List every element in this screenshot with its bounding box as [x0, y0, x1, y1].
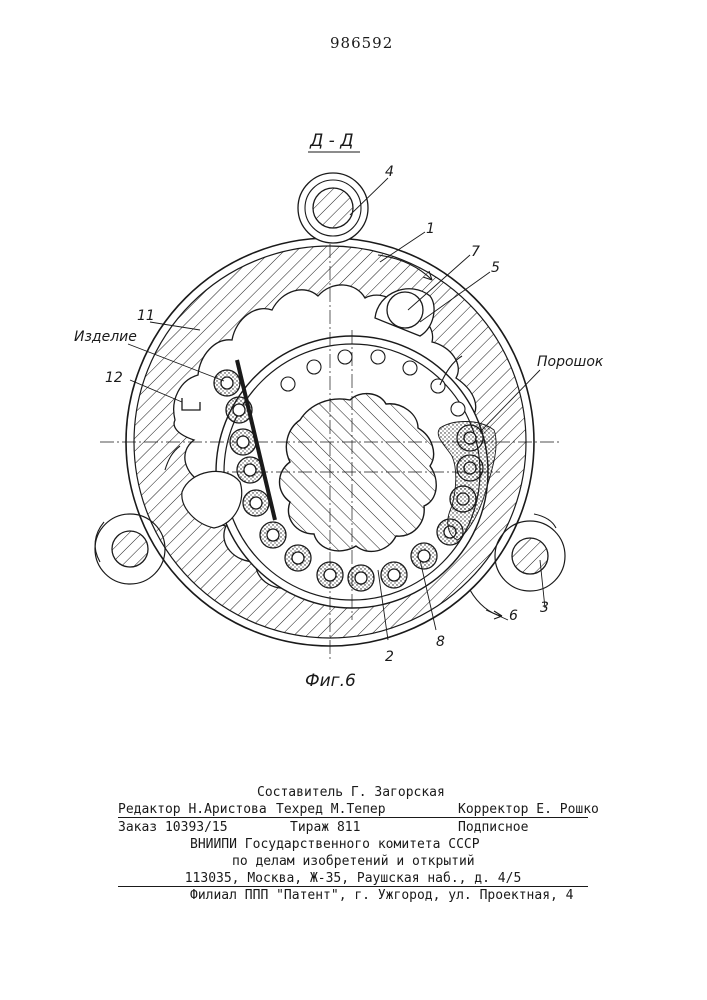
org-line-1: ВНИИПИ Государственного комитета СССР [190, 837, 480, 852]
techred: Техред М.Тепер [276, 802, 386, 817]
figure-caption: Фиг.6 [305, 671, 356, 691]
org-line-2: по делам изобретений и открытий [232, 854, 475, 869]
central-shaft [280, 394, 437, 552]
section-label: Д - Д [309, 131, 354, 151]
label-3: 3 [540, 600, 549, 616]
order-line: Заказ 10393/15 Тираж 811 Подписное [118, 820, 588, 835]
label-powder: Порошок [537, 354, 604, 370]
order: Заказ 10393/15 [118, 820, 228, 835]
technical-drawing: Д - Д [0, 0, 707, 700]
compiler: Составитель Г. Загорская [257, 785, 445, 800]
branch: Филиал ППП "Патент", г. Ужгород, ул. Про… [190, 888, 574, 903]
address: 113035, Москва, Ж-35, Раушская наб., д. … [118, 871, 588, 887]
label-5: 5 [491, 260, 500, 276]
label-1: 1 [426, 221, 435, 237]
label-7: 7 [471, 244, 480, 260]
editor: Редактор Н.Аристова [118, 802, 267, 817]
label-product: Изделие [74, 329, 137, 345]
subscription: Подписное [458, 820, 528, 835]
label-12: 12 [105, 370, 123, 386]
label-2: 2 [385, 649, 394, 665]
label-11: 11 [137, 308, 155, 324]
staff-line: Редактор Н.Аристова Техред М.Тепер Корре… [118, 802, 588, 818]
corrector: Корректор Е. Рошко [458, 802, 599, 817]
label-8: 8 [436, 634, 445, 650]
circulation: Тираж 811 [290, 820, 360, 835]
roller-3 [495, 521, 565, 591]
label-6: 6 [509, 608, 518, 624]
roller-left [95, 514, 165, 584]
label-4: 4 [385, 164, 394, 180]
